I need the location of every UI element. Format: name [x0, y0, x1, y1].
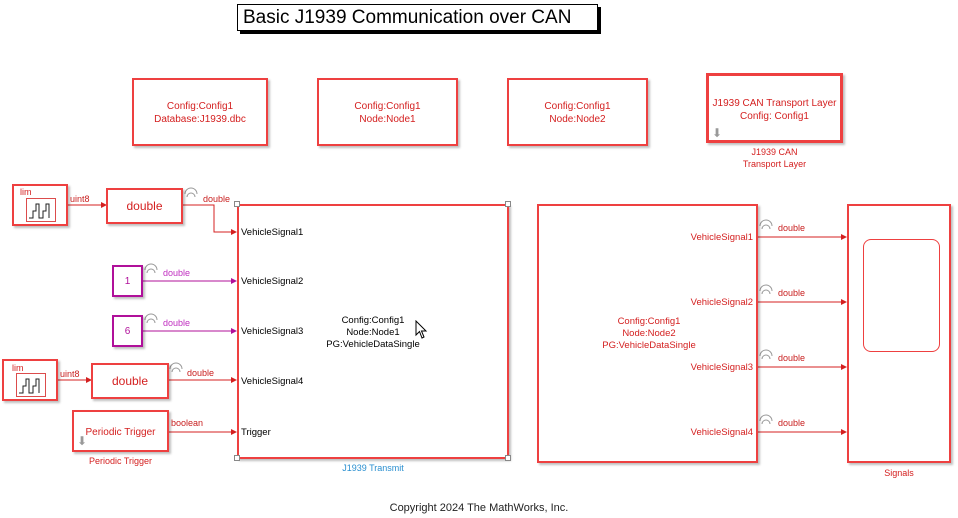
copyright-text: Copyright 2024 The MathWorks, Inc.: [389, 502, 569, 514]
j1939-receive-block[interactable]: VehicleSignal1 VehicleSignal2 VehicleSig…: [537, 204, 758, 463]
repeating-sequence-block-2[interactable]: lim: [2, 359, 58, 401]
output-port-label: VehicleSignal4: [690, 427, 753, 438]
model-title: Basic J1939 Communication over CAN: [237, 4, 598, 31]
scope-caption: Signals: [884, 468, 914, 478]
constant-value: 1: [124, 276, 131, 287]
output-port-label: VehicleSignal1: [690, 232, 753, 243]
periodic-trigger-label: Periodic Trigger: [85, 427, 156, 438]
config-block-line2: Database:J1939.dbc: [154, 114, 246, 125]
wire-label: double: [778, 418, 806, 428]
config-block-line2: Node:Node2: [549, 114, 606, 125]
wire-label: uint8: [60, 369, 80, 379]
transport-layer-block[interactable]: J1939 CAN Transport Layer Config: Config…: [706, 73, 843, 143]
repeating-sequence-block-1[interactable]: lim: [12, 184, 68, 226]
data-type-conversion-2[interactable]: double: [91, 363, 169, 399]
receive-line3: PG:VehicleDataSingle: [602, 340, 696, 351]
input-port-label: VehicleSignal4: [241, 376, 304, 387]
transport-layer-line2: Config: Config1: [740, 111, 809, 122]
config-block-line1: Config:Config1: [544, 101, 611, 112]
transport-layer-caption-2: Transport Layer: [742, 159, 807, 169]
can-config-block[interactable]: Config:Config1 Database:J1939.dbc: [132, 78, 268, 146]
mouse-cursor-icon: [415, 320, 428, 339]
config-block-line1: Config:Config1: [354, 101, 421, 112]
receive-block-info: Config:Config1 Node:Node2 PG:VehicleData…: [579, 316, 719, 352]
input-port-label: VehicleSignal2: [241, 276, 304, 287]
wire-label: uint8: [70, 194, 90, 204]
config-block-line1: Config:Config1: [166, 101, 234, 112]
arrow-down-icon: ⬇: [77, 434, 88, 448]
lim-label: lim: [12, 363, 24, 373]
lim-label: lim: [20, 187, 32, 197]
node1-config-block[interactable]: Config:Config1 Node:Node1: [317, 78, 458, 146]
wire-label: boolean: [171, 418, 204, 428]
transmit-line1: Config:Config1: [341, 315, 405, 326]
conversion-label: double: [126, 199, 163, 213]
output-port-label: VehicleSignal3: [690, 362, 753, 373]
wire-label: double: [203, 194, 231, 204]
input-port-label: VehicleSignal3: [241, 326, 304, 337]
transport-layer-line1: J1939 CAN Transport Layer: [712, 98, 837, 109]
conversion-label: double: [111, 374, 149, 388]
receive-line1: Config:Config1: [617, 316, 681, 327]
j1939-transmit-block[interactable]: VehicleSignal1 VehicleSignal2 VehicleSig…: [237, 204, 509, 459]
resize-handle[interactable]: [234, 455, 240, 461]
scope-screen-icon: [863, 239, 940, 352]
wire-label: double: [778, 353, 806, 363]
input-port-label: Trigger: [241, 427, 271, 438]
config-block-line2: Node:Node1: [359, 114, 416, 125]
periodic-trigger-caption: Periodic Trigger: [88, 456, 153, 466]
receive-line2: Node:Node2: [622, 328, 676, 339]
transmit-block-info: Config:Config1 Node:Node1 PG:VehicleData…: [307, 315, 439, 351]
resize-handle[interactable]: [234, 201, 240, 207]
output-port-label: VehicleSignal2: [690, 297, 753, 308]
transmit-line3: PG:VehicleDataSingle: [326, 339, 420, 350]
staircase-icon: [16, 373, 46, 397]
arrow-down-icon: ⬇: [712, 126, 723, 140]
resize-handle[interactable]: [505, 455, 511, 461]
transmit-line2: Node:Node1: [346, 327, 400, 338]
transport-layer-caption-1: J1939 CAN: [751, 147, 798, 157]
node2-config-block[interactable]: Config:Config1 Node:Node2: [507, 78, 648, 146]
constant-block-1[interactable]: 1: [112, 265, 143, 297]
wire-label: double: [778, 288, 806, 298]
resize-handle[interactable]: [505, 201, 511, 207]
data-type-conversion-1[interactable]: double: [106, 188, 183, 224]
transmit-caption: J1939 Transmit: [342, 463, 404, 473]
staircase-icon: [26, 198, 56, 222]
wire-label: double: [163, 268, 191, 278]
wire-label: double: [187, 368, 215, 378]
constant-value: 6: [124, 326, 131, 337]
wire-label: double: [778, 223, 806, 233]
periodic-trigger-block[interactable]: Periodic Trigger ⬇: [72, 410, 169, 452]
input-port-label: VehicleSignal1: [241, 227, 304, 238]
wire-label: double: [163, 318, 191, 328]
signals-scope-block[interactable]: [847, 204, 951, 463]
constant-block-2[interactable]: 6: [112, 315, 143, 347]
